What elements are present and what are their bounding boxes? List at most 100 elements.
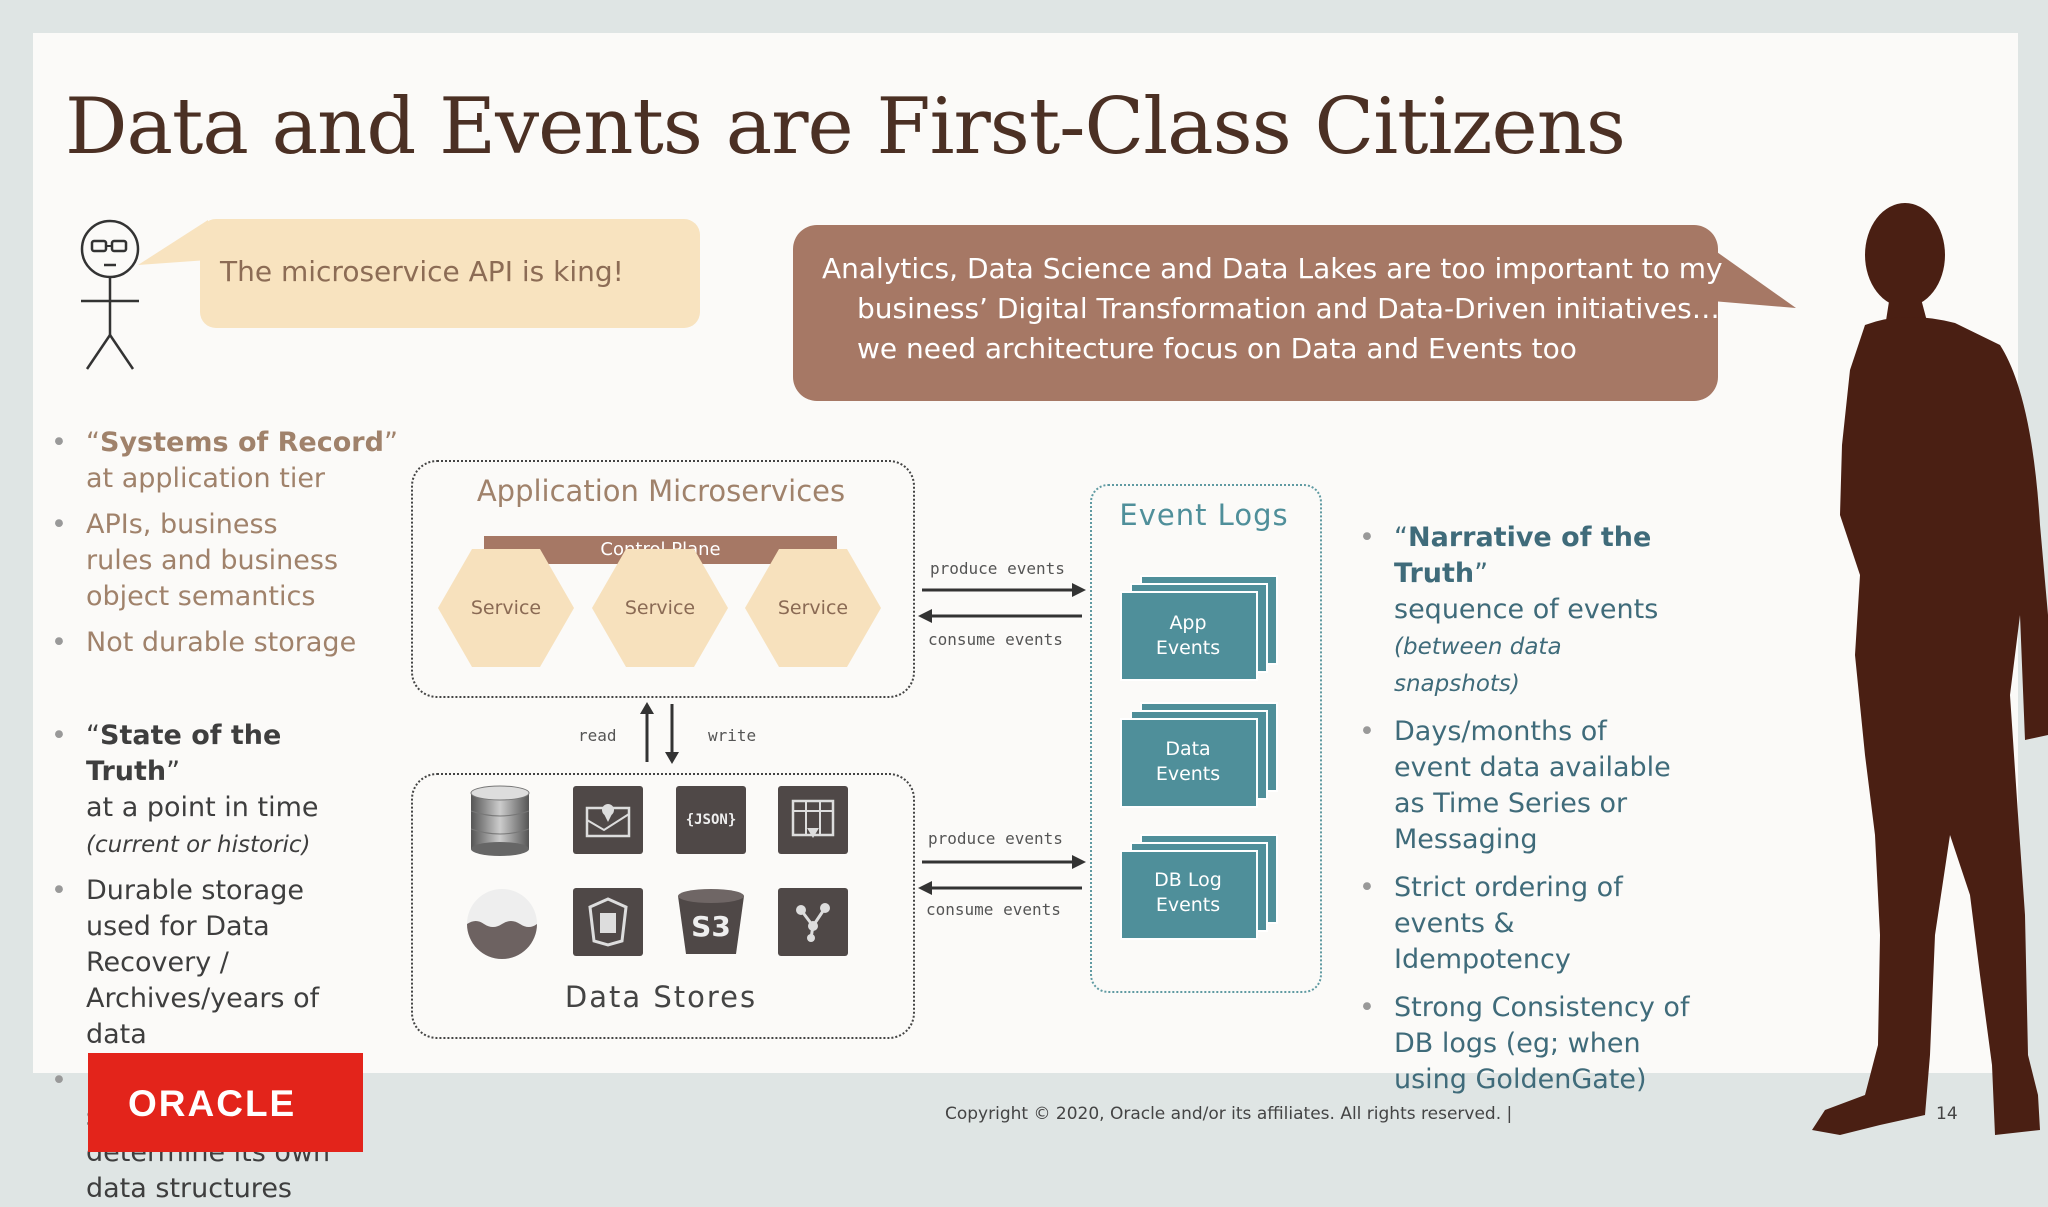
bullet-text: Strict ordering of events & Idempotency (1394, 872, 1623, 975)
slide (33, 33, 2018, 1073)
bullet-days-months: • Days/months of event data available as… (1359, 714, 1674, 858)
bullet-dot: • (51, 627, 67, 658)
bullet-dot: • (1359, 716, 1375, 747)
left-bullets-top: • “Systems of Record” at application tie… (51, 425, 406, 661)
bullet-strong: State of the Truth (86, 720, 282, 787)
left-bubble-tail (138, 220, 208, 265)
produce-events-label-1: produce events (930, 559, 1065, 578)
copyright-text: Copyright © 2020, Oracle and/or its affi… (945, 1104, 1513, 1124)
quote-close: ” (166, 756, 181, 787)
bullet-dot: • (51, 1065, 67, 1096)
bullet-dot: • (51, 875, 67, 906)
event-line-1: Data (1165, 738, 1211, 760)
app-microservices-panel (411, 460, 915, 698)
bullet-text: Strong Consistency of DB logs (eg; when … (1394, 992, 1690, 1095)
produce-events-label-2: produce events (928, 829, 1063, 848)
bullet-dot: • (51, 720, 67, 751)
quote-open: “ (86, 720, 100, 751)
quote-close: ” (383, 427, 398, 458)
bullet-dot: • (1359, 522, 1375, 553)
data-stores-title: Data Stores (564, 980, 758, 1014)
s3-icon-text: S3 (691, 910, 731, 943)
right-quote-line-1: Analytics, Data Science and Data Lakes a… (822, 252, 1723, 285)
event-line-2: Events (1155, 894, 1221, 916)
bullet-strong: Systems of Record (100, 427, 384, 458)
bullet-text: Durable storage used for Data Recovery /… (86, 875, 320, 1050)
s3-bucket-icon (678, 889, 744, 954)
database-icon (470, 785, 530, 856)
service-hex-3: Service (745, 549, 881, 667)
right-speech-bubble: Analytics, Data Science and Data Lakes a… (793, 225, 1723, 401)
left-quote-text: The microservice API is king! (220, 255, 624, 288)
bullet-not-durable: • Not durable storage (51, 625, 406, 661)
json-icon: {JSON} (676, 786, 746, 854)
bullet-note: (between data snapshots) (1394, 634, 1562, 697)
event-line-1: DB Log (1154, 869, 1222, 891)
bullet-narrative: • “Narrative of the Truth” sequence of e… (1359, 520, 1694, 702)
storage-shield-icon (573, 888, 643, 956)
event-line-2: Events (1155, 763, 1221, 785)
bullet-systems-of-record: • “Systems of Record” at application tie… (51, 425, 406, 497)
event-line-2: Events (1155, 637, 1221, 659)
app-microservices-title: Application Microservices (476, 474, 846, 508)
consume-events-label-2: consume events (926, 900, 1061, 919)
bullet-rest: sequence of events (1394, 594, 1659, 625)
right-quote-line-2: business’ Digital Transformation and Dat… (857, 292, 1720, 325)
bullet-dot: • (1359, 992, 1375, 1023)
graph-icon (778, 888, 848, 956)
service-hex-2: Service (592, 549, 728, 667)
consume-events-label-1: consume events (928, 630, 1063, 649)
slide-title: Data and Events are First-Class Citizens (65, 82, 1626, 172)
data-stores-panel (411, 773, 915, 1039)
left-speech-bubble: The microservice API is king! (200, 219, 700, 328)
event-page (1120, 850, 1258, 940)
event-arrows-top (918, 583, 1086, 623)
bullet-apis: • APIs, business rules and business obje… (51, 507, 346, 615)
read-write-arrows (640, 702, 679, 764)
page-number: 14 (1936, 1104, 1958, 1124)
event-line-1: App (1169, 612, 1207, 634)
write-label: write (708, 726, 757, 745)
data-lake-icon (467, 889, 537, 959)
bullet-dot: • (51, 427, 67, 458)
event-logs-panel (1090, 484, 1322, 993)
right-bubble-tail (1700, 240, 1796, 308)
event-page (1120, 718, 1258, 808)
right-quote-line-3: we need architecture focus on Data and E… (857, 332, 1577, 365)
json-icon-text: {JSON} (685, 812, 737, 828)
event-arrows-bottom (918, 855, 1086, 895)
quote-close: ” (1474, 558, 1489, 589)
bullet-text: Days/months of event data available as T… (1394, 716, 1671, 855)
bullet-durable-storage: • Durable storage used for Data Recovery… (51, 873, 366, 1053)
bullet-dot: • (1359, 872, 1375, 903)
stick-figure-icon (80, 219, 140, 370)
map-icon (573, 786, 643, 854)
bullet-strong: Narrative of the Truth (1394, 522, 1652, 589)
oracle-logo: ORACLE (88, 1053, 363, 1152)
event-logs-title: Event Logs (1119, 498, 1289, 532)
bullet-strong-consistency: • Strong Consistency of DB logs (eg; whe… (1359, 990, 1694, 1098)
read-label: read (578, 726, 617, 745)
bullet-note: (current or historic) (86, 832, 311, 858)
bullet-rest: at application tier (86, 463, 326, 494)
bullet-rest: at a point in time (86, 792, 319, 823)
quote-open: “ (1394, 522, 1408, 553)
bullet-dot: • (51, 509, 67, 540)
oracle-logo-text: ORACLE (128, 1083, 297, 1124)
table-download-icon (778, 786, 848, 854)
bullet-text: APIs, business rules and business object… (86, 509, 339, 612)
quote-open: “ (86, 427, 100, 458)
event-page (1120, 591, 1258, 681)
bullet-strict-ordering: • Strict ordering of events & Idempotenc… (1359, 870, 1694, 978)
bullet-state-of-truth: • “State of the Truth” at a point in tim… (51, 718, 376, 863)
businessman-silhouette (1812, 203, 2048, 1135)
service-hex-1: Service (438, 549, 574, 667)
right-bullets: • “Narrative of the Truth” sequence of e… (1359, 520, 1694, 1098)
bullet-text: Not durable storage (86, 627, 357, 658)
